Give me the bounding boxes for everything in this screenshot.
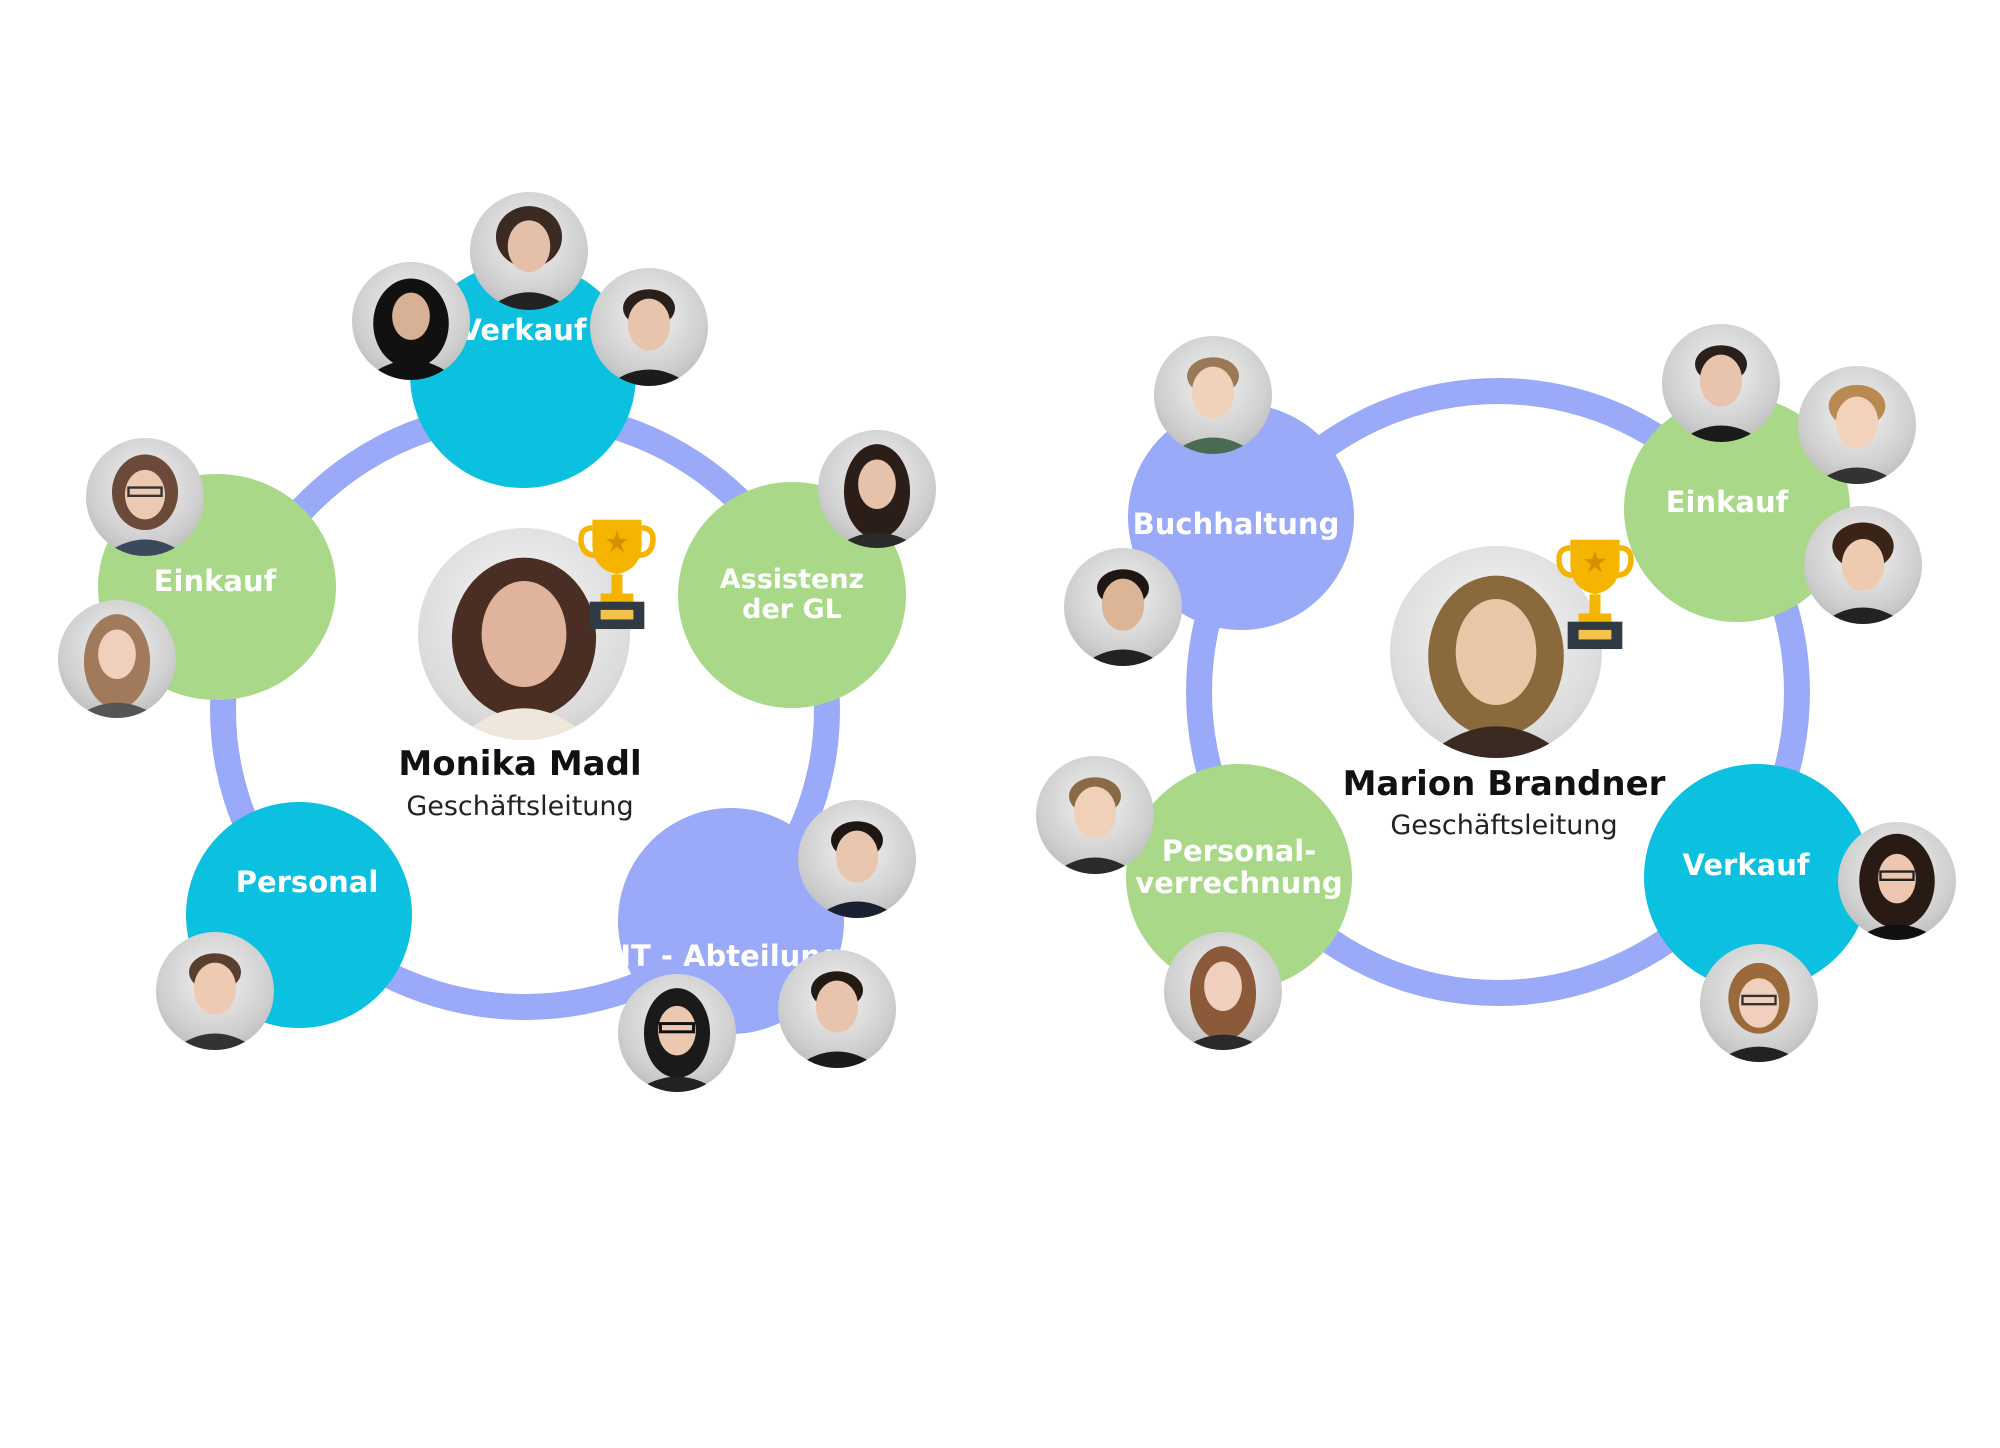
member-avatar[interactable] bbox=[1838, 822, 1956, 940]
member-avatar[interactable] bbox=[1804, 506, 1922, 624]
trophy-icon bbox=[1554, 534, 1636, 652]
member-avatar[interactable] bbox=[156, 932, 274, 1050]
leader-role: Geschäftsleitung bbox=[1390, 810, 1618, 841]
dept-label: Verkauf bbox=[459, 312, 587, 347]
member-avatar[interactable] bbox=[58, 600, 176, 718]
dept-label: Assistenz der GL bbox=[719, 563, 865, 625]
dept-label: Einkauf bbox=[1665, 484, 1789, 519]
member-avatar[interactable] bbox=[778, 950, 896, 1068]
member-avatar[interactable] bbox=[1700, 944, 1818, 1062]
dept-personal[interactable]: Personal bbox=[186, 802, 412, 1028]
member-avatar[interactable] bbox=[1164, 932, 1282, 1050]
leader-photo bbox=[1390, 546, 1602, 758]
member-avatar[interactable] bbox=[470, 192, 588, 310]
member-avatar[interactable] bbox=[618, 974, 736, 1092]
member-avatar[interactable] bbox=[1036, 756, 1154, 874]
trophy-icon bbox=[576, 514, 658, 632]
leader-photo bbox=[418, 528, 630, 740]
dept-label: Verkauf bbox=[1682, 847, 1810, 882]
member-avatar[interactable] bbox=[590, 268, 708, 386]
member-avatar[interactable] bbox=[1064, 548, 1182, 666]
leader-role: Geschäftsleitung bbox=[406, 791, 634, 822]
member-avatar[interactable] bbox=[1798, 366, 1916, 484]
leader-name: Monika Madl bbox=[398, 744, 642, 784]
member-avatar[interactable] bbox=[86, 438, 204, 556]
member-avatar[interactable] bbox=[818, 430, 936, 548]
leader-name: Marion Brandner bbox=[1342, 764, 1666, 804]
member-avatar[interactable] bbox=[1154, 336, 1272, 454]
member-avatar[interactable] bbox=[798, 800, 916, 918]
member-avatar[interactable] bbox=[1662, 324, 1780, 442]
member-avatar[interactable] bbox=[352, 262, 470, 380]
dept-label: Personal- verrechnung bbox=[1135, 833, 1343, 900]
dept-label: Personal bbox=[235, 864, 379, 899]
dept-label: Buchhaltung bbox=[1132, 506, 1340, 541]
dept-label: Einkauf bbox=[153, 563, 277, 598]
